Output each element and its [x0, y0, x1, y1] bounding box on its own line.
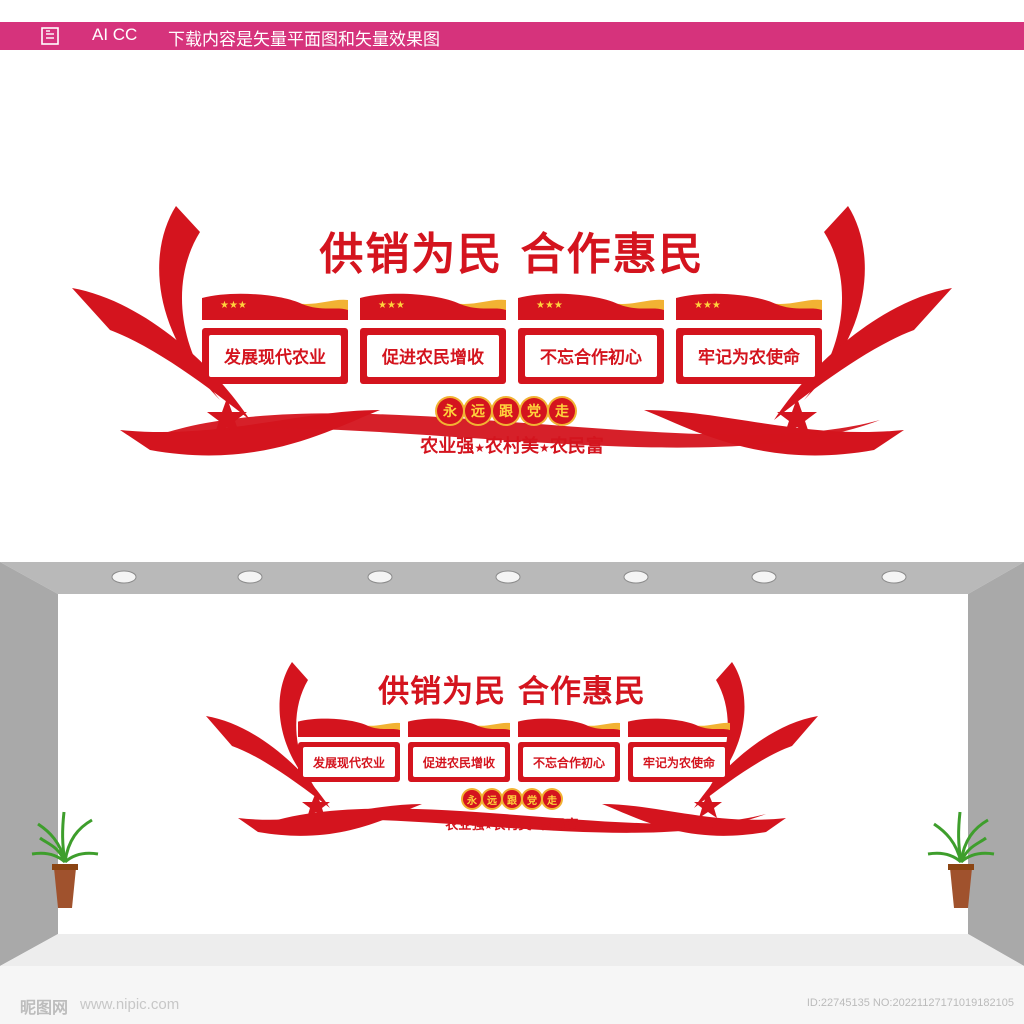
card-label: 牢记为农使命	[633, 747, 725, 777]
card-4: ★★★ 牢记为农使命	[676, 290, 822, 384]
card-label: 发展现代农业	[303, 747, 395, 777]
header-bar: AI CC 下载内容是矢量平面图和矢量效果图	[0, 22, 1024, 50]
card-frame: 不忘合作初心	[518, 742, 620, 782]
badge-follow-party: 永 远 跟 党 走	[437, 398, 575, 424]
star-icon: ★	[484, 822, 493, 832]
motto-part: 农村美	[492, 818, 532, 833]
card-label: 促进农民增收	[367, 334, 499, 377]
card-label: 牢记为农使命	[683, 334, 815, 377]
star-icon-left	[207, 398, 247, 436]
card-label: 促进农民增收	[413, 747, 505, 777]
nipic-logo: 昵图网	[20, 998, 69, 1017]
badge-char: 党	[523, 790, 541, 808]
document-icon	[41, 27, 59, 45]
room-mockup	[0, 562, 1024, 1024]
design-mockup: 供销为民 合作惠民 发展现代农业 促进农民增收 不忘合作初心	[0, 560, 1024, 860]
star-icon-right	[777, 398, 817, 436]
badge-follow-party: 永 远 跟 党 走	[463, 790, 561, 808]
card-3: ★★★ 不忘合作初心	[518, 290, 664, 384]
badge-char: 走	[543, 790, 561, 808]
card-frame: 促进农民增收	[408, 742, 510, 782]
flag-cap-icon	[628, 718, 730, 738]
svg-text:★★★: ★★★	[694, 300, 721, 311]
card-2: 促进农民增收	[408, 716, 510, 782]
motto-part: 农民富	[549, 436, 604, 457]
download-description: 下载内容是矢量平面图和矢量效果图	[168, 30, 440, 50]
motto-part: 农业强	[420, 436, 475, 457]
plant-icon-left	[31, 811, 99, 908]
card-frame: 促进农民增收	[360, 327, 506, 384]
motto-part: 农业强	[445, 818, 485, 833]
flag-cap-icon: ★★★	[360, 293, 506, 321]
badge-char: 跟	[493, 398, 519, 424]
motto-part: 农民富	[539, 818, 579, 833]
design-flat: 供销为民 合作惠民 ★★★ 发展现代农业 ★★★ 促进农民增收 ★★★ 不忘合作…	[0, 229, 1024, 458]
design-title: 供销为民 合作惠民	[378, 674, 646, 710]
badge-char: 永	[463, 790, 481, 808]
badge-char: 永	[437, 398, 463, 424]
badge-char: 走	[549, 398, 575, 424]
nipic-url: www.nipic.com	[80, 996, 180, 1013]
card-3: 不忘合作初心	[518, 716, 620, 782]
card-frame: 牢记为农使命	[628, 742, 730, 782]
flag-cap-icon	[298, 718, 400, 738]
flag-cap-icon: ★★★	[202, 293, 348, 321]
card-label: 不忘合作初心	[525, 334, 657, 377]
card-2: ★★★ 促进农民增收	[360, 290, 506, 384]
flag-cap-icon	[518, 718, 620, 738]
card-1: 发展现代农业	[298, 716, 400, 782]
star-icon: ★	[474, 441, 485, 455]
star-icon: ★	[531, 822, 540, 832]
motto: 农业强★农村美★农民富	[0, 814, 1024, 833]
svg-text:★★★: ★★★	[536, 300, 563, 311]
badge-char: 远	[465, 398, 491, 424]
format-label: AI CC	[92, 25, 138, 44]
star-icon: ★	[539, 441, 550, 455]
card-1: ★★★ 发展现代农业	[202, 290, 348, 384]
flag-cap-icon: ★★★	[518, 293, 664, 321]
design-title: 供销为民 合作惠民	[319, 229, 705, 280]
card-frame: 不忘合作初心	[518, 327, 664, 384]
card-frame: 牢记为农使命	[676, 327, 822, 384]
badge-char: 远	[483, 790, 501, 808]
flag-cap-icon	[408, 718, 510, 738]
svg-text:★★★: ★★★	[220, 300, 247, 311]
card-label: 不忘合作初心	[523, 747, 615, 777]
card-frame: 发展现代农业	[202, 327, 348, 384]
card-4: 牢记为农使命	[628, 716, 730, 782]
image-id-text: ID:22745135 NO:20221127171019182105	[806, 997, 1014, 1009]
svg-text:★★★: ★★★	[378, 300, 405, 311]
motto-part: 农村美	[485, 436, 539, 457]
badge-char: 党	[521, 398, 547, 424]
flag-cap-icon: ★★★	[676, 293, 822, 321]
card-label: 发展现代农业	[209, 334, 341, 377]
badge-char: 跟	[503, 790, 521, 808]
card-frame: 发展现代农业	[298, 742, 400, 782]
motto: 农业强★农村美★农民富	[0, 432, 1024, 458]
plant-icon-right	[927, 811, 995, 908]
